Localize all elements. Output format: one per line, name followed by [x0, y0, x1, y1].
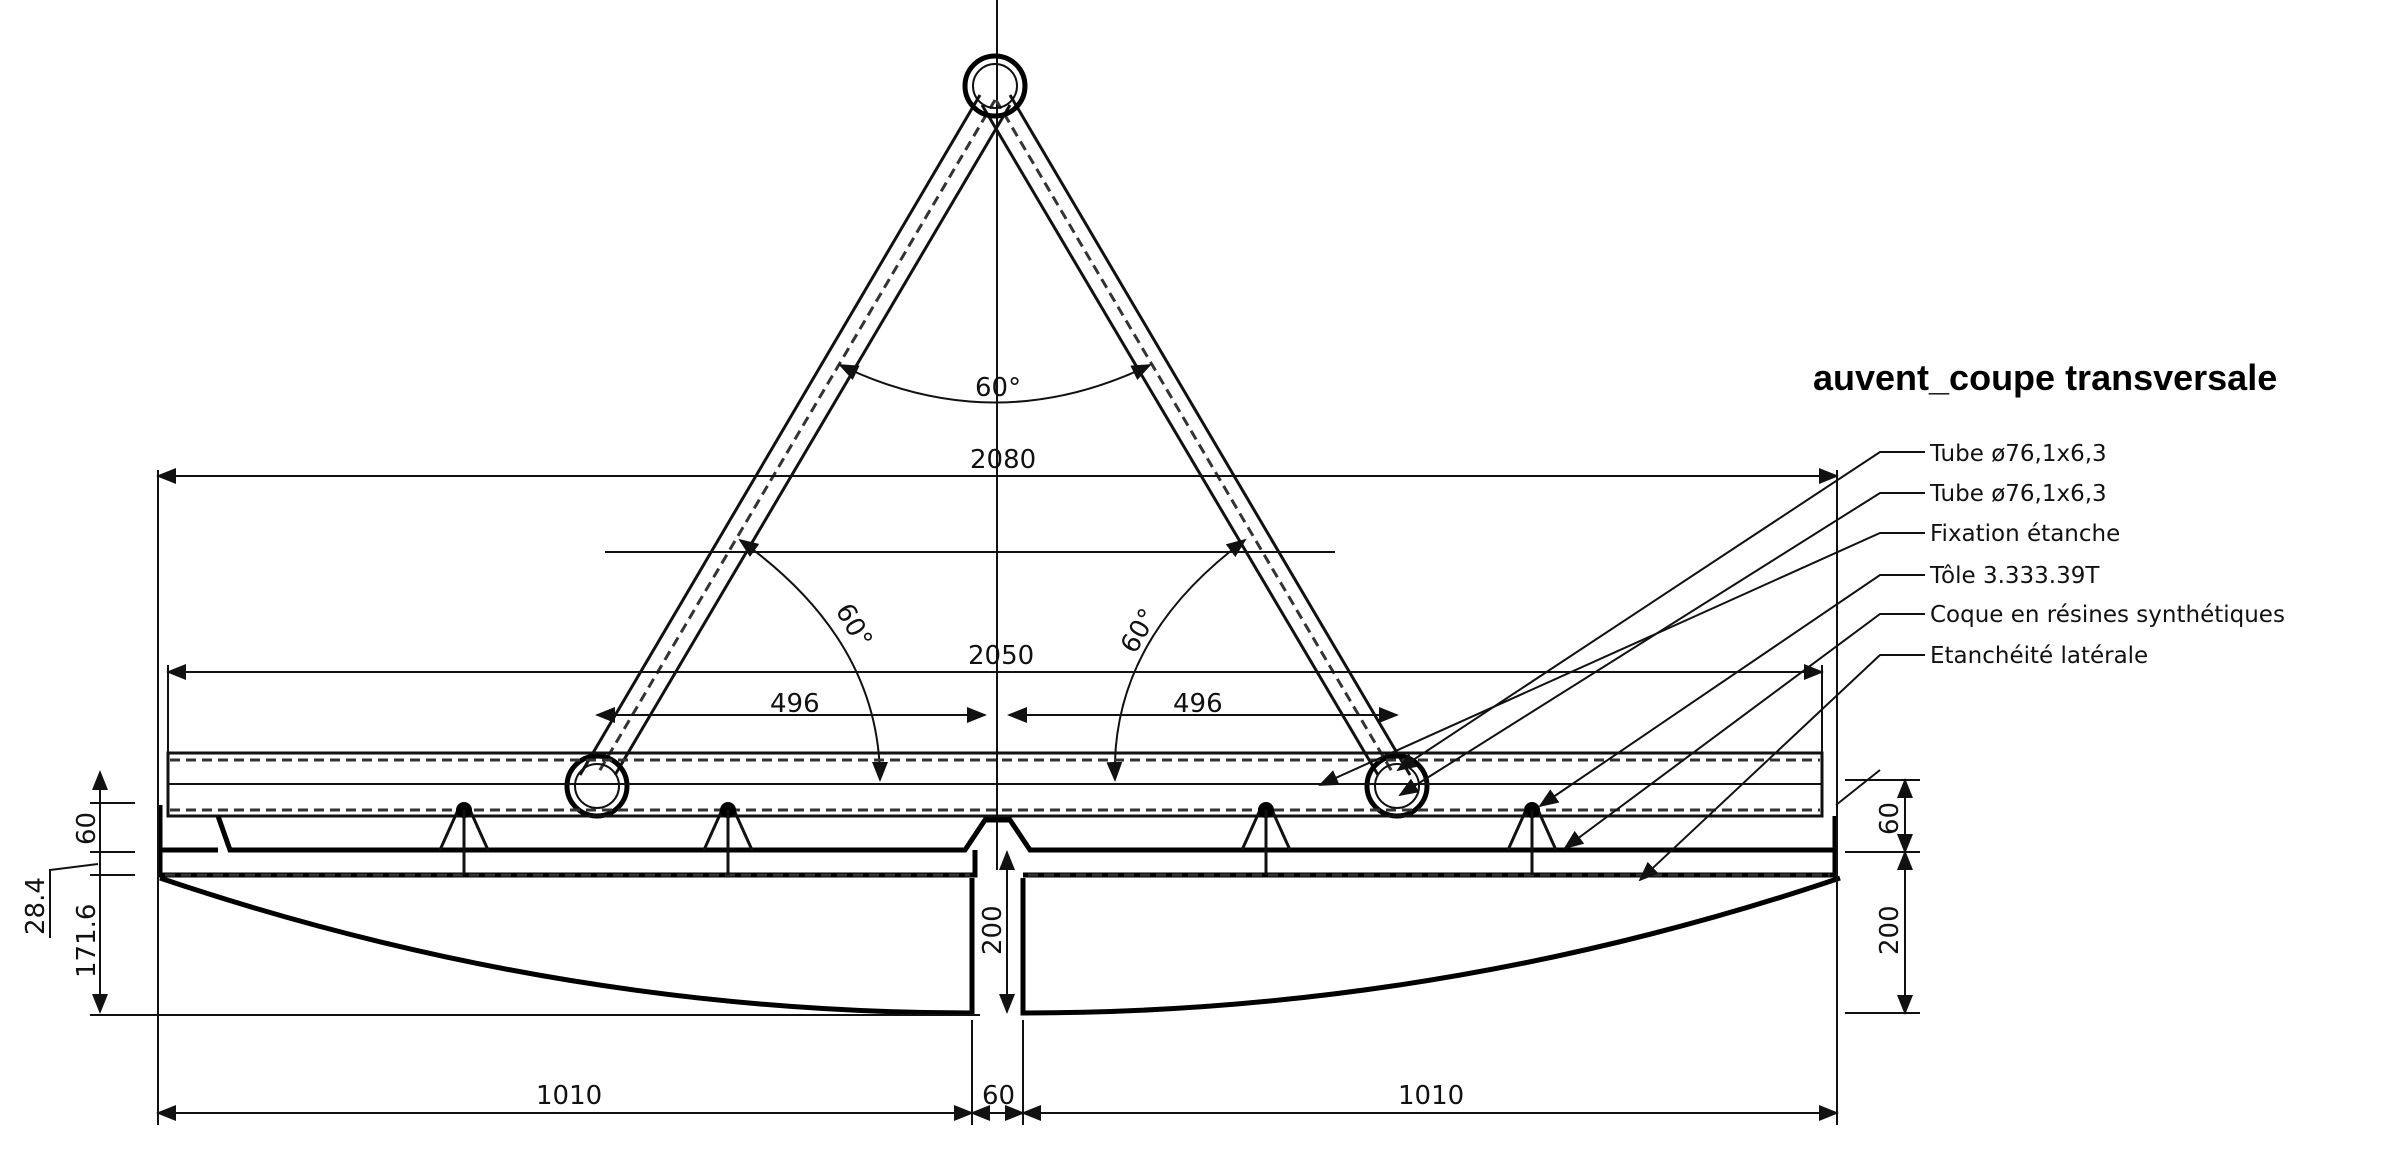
drawing-title: auvent_coupe transversale — [1813, 357, 2277, 398]
angle-right: 60° — [1115, 604, 1164, 659]
dim-200-center: 200 — [978, 905, 1008, 955]
label-tube-2: Tube ø76,1x6,3 — [1929, 481, 2107, 507]
dim-2080: 2080 — [970, 445, 1036, 475]
right-shell — [1020, 875, 1841, 1016]
dim-28-4: 28.4 — [21, 877, 51, 935]
label-tole: Tôle 3.333.39T — [1929, 563, 2100, 589]
angle-top: 60° — [975, 373, 1021, 403]
label-etancheite: Etanchéité latérale — [1930, 643, 2148, 669]
dimension-lines — [49, 468, 1920, 1125]
angle-left: 60° — [829, 599, 878, 654]
dim-200-right: 200 — [1875, 905, 1905, 955]
leader-lines — [1318, 451, 1925, 882]
left-shell — [159, 875, 975, 1016]
dim-60-right: 60 — [1875, 802, 1905, 835]
dim-171-6: 171.6 — [72, 904, 102, 978]
label-tube-1: Tube ø76,1x6,3 — [1929, 441, 2107, 467]
dim-60-gap: 60 — [982, 1081, 1015, 1111]
label-coque: Coque en résines synthétiques — [1930, 602, 2285, 628]
dim-1010-right: 1010 — [1398, 1081, 1464, 1111]
cross-beam — [166, 751, 1824, 818]
dim-60-left: 60 — [72, 812, 102, 845]
dim-1010-left: 1010 — [536, 1081, 602, 1111]
sheet-plate — [157, 805, 1838, 878]
dim-2050: 2050 — [968, 641, 1034, 671]
legend-labels: Tube ø76,1x6,3 Tube ø76,1x6,3 Fixation é… — [1929, 441, 2285, 669]
dim-496-right: 496 — [1173, 689, 1223, 719]
watertight-fixings — [438, 802, 1558, 875]
a-frame-legs — [578, 94, 1412, 776]
dim-496-left: 496 — [770, 689, 820, 719]
apex-tube-icon — [962, 53, 1028, 119]
label-fixation: Fixation étanche — [1930, 521, 2120, 547]
